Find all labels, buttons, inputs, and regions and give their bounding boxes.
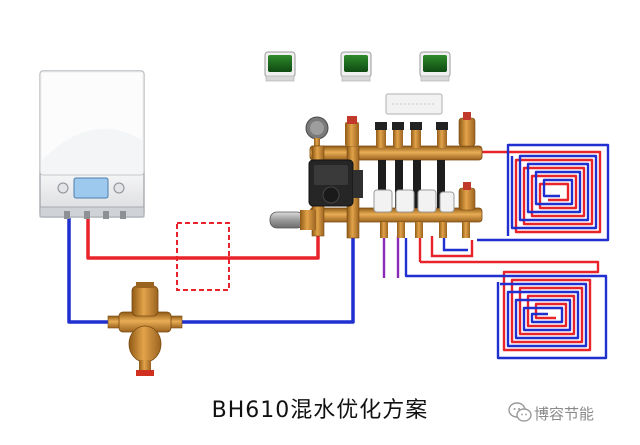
underfloor-heating-coil-icon — [477, 143, 610, 242]
floor-heating-manifold-icon — [269, 112, 483, 239]
optional-buffer-zone — [176, 222, 230, 291]
wechat-logo-icon — [508, 402, 532, 422]
coil-feed-lines — [382, 151, 478, 278]
watermark-text: 博容节能 — [534, 405, 595, 423]
circulation-pump-icon — [308, 159, 363, 207]
return-pipe — [67, 218, 355, 324]
wiring-controller-icon — [385, 93, 443, 115]
underfloor-heating-coil-icon — [404, 260, 608, 360]
room-thermostat-icon — [340, 51, 372, 82]
room-thermostat-icon — [419, 51, 451, 82]
wall-boiler-icon — [39, 70, 145, 219]
room-thermostat-icon — [264, 51, 296, 82]
diagram-caption: BH610混水优化方案 — [211, 398, 429, 423]
y-filter-valve-icon — [107, 282, 183, 376]
supply-pipe — [86, 218, 320, 260]
